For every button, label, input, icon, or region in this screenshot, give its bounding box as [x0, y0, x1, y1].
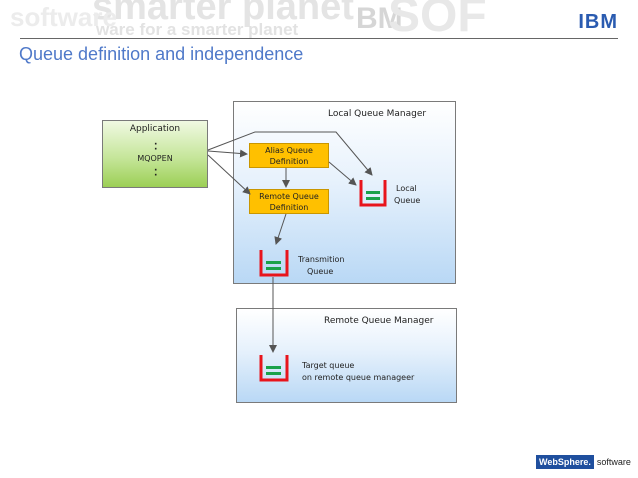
arrow-app-to-local-queue — [207, 131, 373, 176]
banner-watermark-5: software — [10, 2, 117, 32]
application-box: Application ·· MQOPEN ·· — [102, 120, 208, 188]
banner-watermark-2: ware for a smarter planet — [96, 20, 299, 39]
alias-def-line-2: Definition — [269, 156, 309, 166]
remote-queue-manager-box: Remote Queue Manager — [236, 308, 457, 403]
target-queue-icon — [259, 355, 289, 382]
arrow-alias-to-local-queue — [328, 161, 357, 186]
local-queue-label-1: Local — [396, 184, 417, 193]
header-banner: smarter planet ware for a smarter planet… — [0, 0, 638, 40]
mqopen-label: MQOPEN — [137, 154, 173, 163]
target-queue-label-2: on remote queue manageer — [302, 373, 415, 382]
websphere-brand: WebSphere. — [536, 455, 594, 469]
remote-def-line-1: Remote Queue — [259, 191, 319, 201]
local-queue-manager-title: Local Queue Manager — [328, 109, 427, 119]
local-queue-icon — [359, 180, 387, 207]
header-divider — [20, 38, 618, 39]
arrow-app-to-alias — [207, 149, 248, 158]
dots-lower: ·· — [154, 166, 158, 181]
local-queue-label-2: Queue — [394, 196, 421, 205]
banner-watermark-1: smarter planet — [92, 0, 354, 28]
remote-def-line-2: Definition — [269, 202, 309, 212]
websphere-software-logo: WebSphere. software — [536, 455, 634, 469]
transmission-queue-label-1: Transmition — [298, 255, 345, 264]
arrow-remote-def-to-xmitq — [274, 213, 287, 245]
remote-queue-manager-title: Remote Queue Manager — [324, 316, 434, 326]
ibm-logo: IBM — [578, 11, 618, 33]
dots-upper: ·· — [154, 140, 158, 155]
arrow-app-to-remote-def — [207, 154, 251, 195]
transmission-queue-label-2: Queue — [307, 267, 334, 276]
alias-def-line-1: Alias Queue — [265, 145, 313, 155]
target-queue-label-1: Target queue — [302, 361, 355, 370]
banner-watermark-4: SOF — [388, 0, 487, 40]
banner-watermark-3: BM — [356, 2, 403, 35]
remote-queue-definition: Remote Queue Definition — [249, 189, 329, 214]
application-title: Application — [129, 124, 181, 134]
alias-queue-definition: Alias Queue Definition — [249, 143, 329, 168]
transmission-queue-icon — [259, 250, 289, 277]
software-label: software — [596, 457, 631, 467]
slide-title: Queue definition and independence — [19, 44, 304, 64]
